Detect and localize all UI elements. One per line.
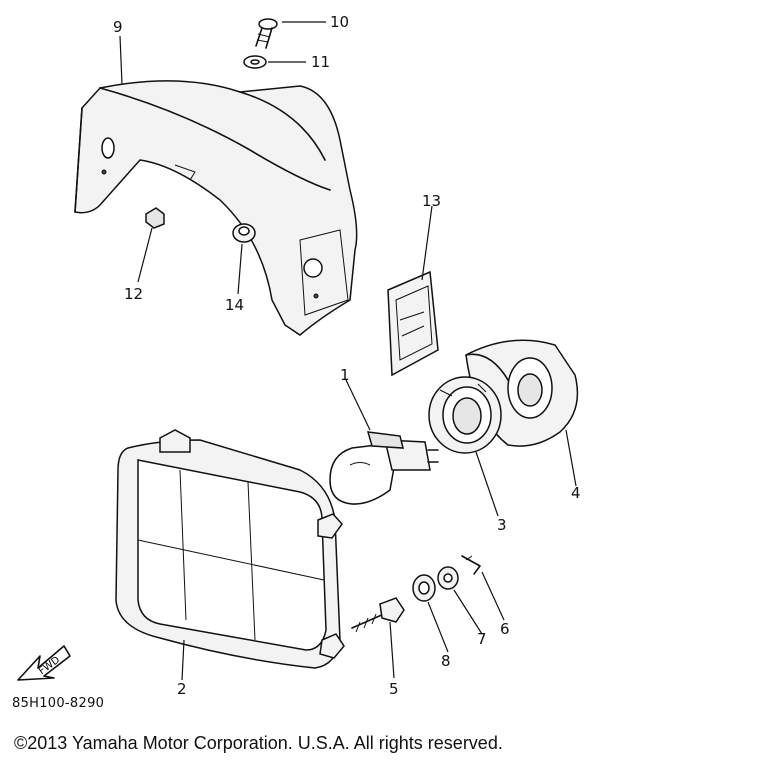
reflector bbox=[387, 270, 439, 377]
callout-12: 12 bbox=[124, 285, 143, 303]
diagram-code: 85H100-8290 bbox=[12, 696, 105, 711]
callout-13: 13 bbox=[422, 192, 441, 210]
copyright-notice: ©2013 Yamaha Motor Corporation. U.S.A. A… bbox=[14, 733, 503, 753]
grommet-8 bbox=[412, 574, 436, 602]
callout-10: 10 bbox=[330, 13, 349, 31]
bulb-retainer-ring bbox=[428, 376, 502, 454]
fwd-arrow-icon: FWD bbox=[17, 645, 71, 681]
nut bbox=[145, 207, 165, 229]
washer-11 bbox=[243, 55, 267, 69]
callout-4: 4 bbox=[571, 484, 581, 502]
bulb bbox=[329, 431, 439, 505]
callout-2: 2 bbox=[177, 680, 187, 698]
parts-diagram: 9 10 11 12 14 13 1 3 4 2 5 8 7 6 FWD bbox=[17, 13, 581, 698]
grommet-14 bbox=[232, 223, 256, 243]
callout-3: 3 bbox=[497, 516, 507, 534]
headlight-unit bbox=[115, 429, 345, 669]
callout-9: 9 bbox=[113, 18, 123, 36]
callout-6: 6 bbox=[500, 620, 510, 638]
callout-8: 8 bbox=[441, 652, 451, 670]
washer-7 bbox=[437, 566, 459, 590]
clip bbox=[461, 555, 481, 575]
headlight-housing bbox=[74, 80, 358, 336]
callout-11: 11 bbox=[311, 53, 330, 71]
callout-5: 5 bbox=[389, 680, 399, 698]
adjusting-screw bbox=[351, 597, 405, 633]
callout-14: 14 bbox=[225, 296, 244, 314]
screw bbox=[255, 18, 278, 49]
callout-7: 7 bbox=[477, 630, 487, 648]
callout-1: 1 bbox=[340, 366, 350, 384]
leader-lines bbox=[119, 21, 577, 681]
